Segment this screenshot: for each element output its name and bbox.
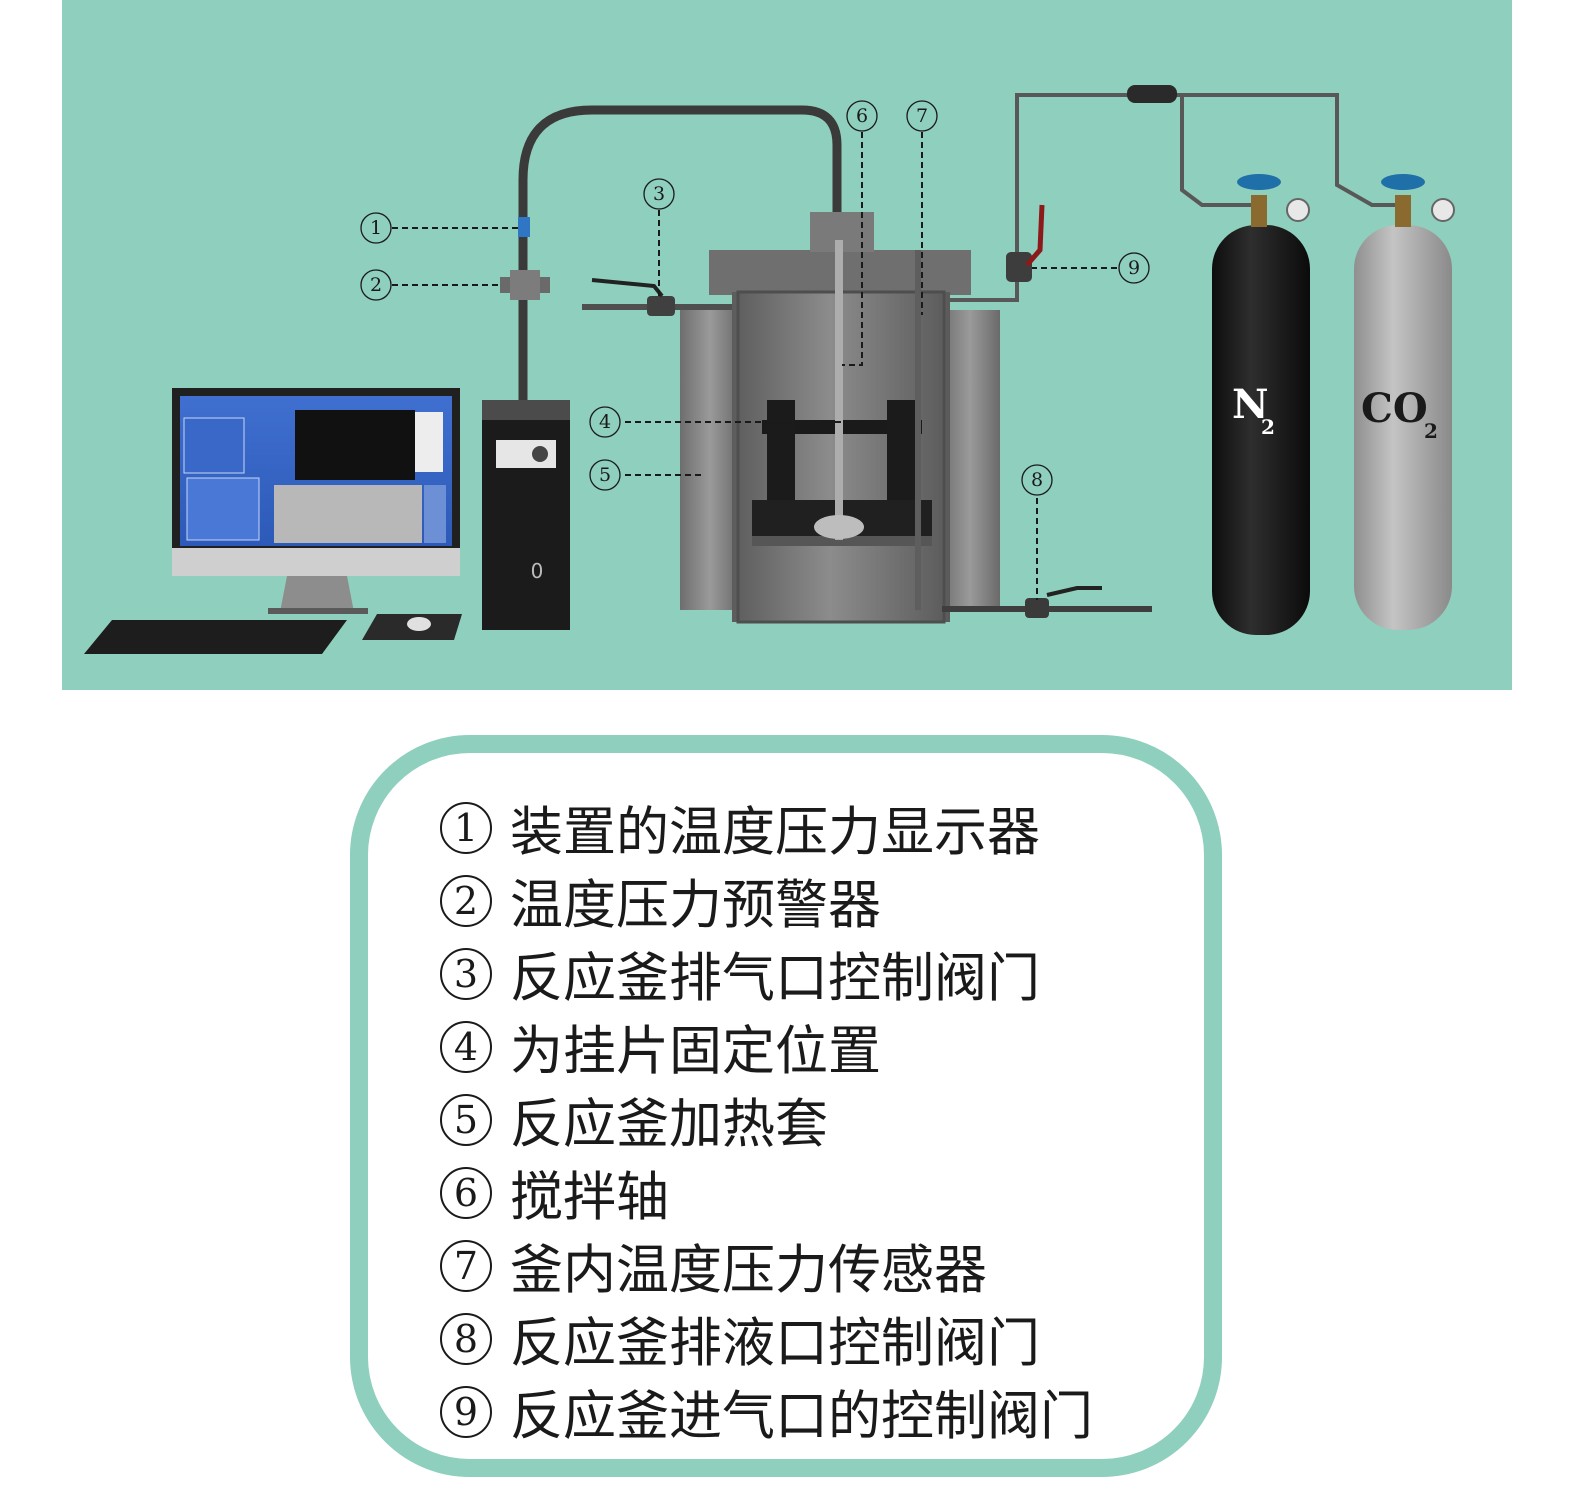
pipe-connector (1127, 85, 1177, 103)
leader-lines (392, 132, 1117, 600)
stir-paddle (814, 515, 864, 539)
callout-1: 1 (360, 212, 392, 244)
legend-item: 6 搅拌轴 (440, 1156, 1093, 1229)
legend-item: 7 釜内温度压力传感器 (440, 1229, 1093, 1302)
control-box: 0 (482, 400, 570, 630)
callout-6-number: 6 (856, 105, 868, 127)
legend-number-badge: 3 (440, 947, 492, 1000)
callout-3-number: 3 (653, 183, 665, 205)
keyboard (84, 620, 347, 654)
signal-cable (518, 105, 842, 400)
legend-number-badge: 9 (440, 1385, 492, 1438)
co2-cylinder: CO 2 (1354, 174, 1455, 630)
legend-text: 温度压力预警器 (510, 874, 881, 936)
legend-list: 1 装置的温度压力显示器 2 温度压力预警器 3 反应釜排气口控制阀门 4 为挂片固定位… (440, 791, 1093, 1448)
legend-text: 为挂片固定位置 (510, 1020, 881, 1082)
legend-number-badge: 1 (440, 801, 492, 854)
legend-number-badge: 4 (440, 1020, 492, 1073)
legend-item: 1 装置的温度压力显示器 (440, 791, 1093, 864)
legend-text: 装置的温度压力显示器 (510, 801, 1040, 863)
callout-9: 9 (1118, 252, 1150, 284)
legend-item: 4 为挂片固定位置 (440, 1010, 1093, 1083)
callout-8-number: 8 (1031, 469, 1043, 491)
callout-7-number: 7 (916, 105, 928, 127)
legend-box: 1 装置的温度压力显示器 2 温度压力预警器 3 反应釜排气口控制阀门 4 为挂片固定位… (350, 735, 1222, 1477)
legend-text: 反应釜排液口控制阀门 (510, 1312, 1040, 1374)
callout-2: 2 (360, 269, 392, 301)
legend-number-badge: 7 (440, 1239, 492, 1292)
vessel-sensor-probe (915, 250, 921, 610)
legend-number-badge: 2 (440, 874, 492, 927)
n2-label: N (1232, 381, 1269, 428)
stir-shaft (835, 240, 843, 540)
reactor-vessel (709, 212, 971, 624)
computer-monitor (172, 388, 460, 614)
callout-2-number: 2 (370, 274, 382, 296)
legend-text: 反应釜进气口的控制阀门 (510, 1385, 1093, 1447)
mouse (407, 617, 431, 631)
legend-item: 5 反应釜加热套 (440, 1083, 1093, 1156)
n2-subscript: 2 (1261, 415, 1275, 439)
co2-subscript: 2 (1424, 419, 1438, 443)
inlet-valve (1006, 204, 1045, 282)
callout-1-number: 1 (370, 217, 382, 239)
callout-7: 7 (906, 100, 938, 132)
legend-text: 釜内温度压力传感器 (510, 1239, 987, 1301)
callout-3: 3 (643, 178, 675, 210)
legend-number-badge: 8 (440, 1312, 492, 1365)
apparatus-diagram: 0 N (84, 85, 1455, 654)
legend-number-badge: 6 (440, 1166, 492, 1219)
legend-text: 搅拌轴 (510, 1166, 669, 1228)
co2-label: CO (1361, 385, 1428, 432)
callout-5: 5 (589, 459, 621, 491)
svg-text:0: 0 (531, 559, 544, 583)
legend-item: 3 反应釜排气口控制阀门 (440, 937, 1093, 1010)
legend-item: 8 反应釜排液口控制阀门 (440, 1302, 1093, 1375)
callout-9-number: 9 (1128, 257, 1140, 279)
n2-cylinder: N 2 (1212, 174, 1310, 635)
drain-valve (942, 586, 1152, 618)
diagram-panel: 0 N (62, 0, 1512, 690)
legend-item: 9 反应釜进气口的控制阀门 (440, 1375, 1093, 1448)
legend-text: 反应釜排气口控制阀门 (510, 947, 1040, 1009)
callout-4: 4 (589, 406, 621, 438)
display-sensor-connector (518, 217, 530, 237)
alarm-body (510, 270, 540, 300)
legend-item: 2 温度压力预警器 (440, 864, 1093, 937)
callout-8: 8 (1021, 464, 1053, 496)
callout-5-number: 5 (599, 464, 611, 486)
legend-text: 反应釜加热套 (510, 1093, 828, 1155)
callout-6: 6 (846, 100, 878, 132)
callout-4-number: 4 (599, 411, 611, 433)
legend-number-badge: 5 (440, 1093, 492, 1146)
